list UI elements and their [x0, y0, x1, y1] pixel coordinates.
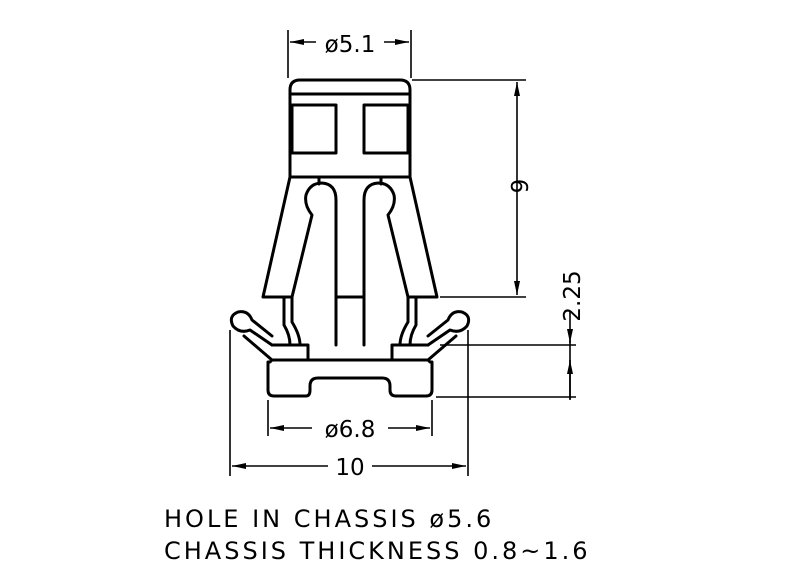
dimension-base-diameter: ø6.8: [267, 400, 433, 443]
note-hole-in-chassis: HOLE IN CHASSIS ø5.6: [164, 505, 495, 533]
dimension-flange-height: 2.25: [436, 270, 586, 400]
dim-flange-height-label: 2.25: [560, 270, 586, 321]
dim-top-diameter-label: ø5.1: [325, 32, 376, 58]
dimension-width: 10: [229, 330, 469, 481]
dim-height-label: 9: [508, 179, 534, 194]
dim-base-diameter-label: ø6.8: [325, 417, 376, 443]
dimension-height: 9: [412, 79, 534, 298]
dimension-top-diameter: ø5.1: [287, 30, 412, 78]
dim-width-label: 10: [335, 455, 364, 481]
clip-outline: [229, 78, 471, 398]
note-chassis-thickness: CHASSIS THICKNESS 0.8~1.6: [164, 537, 591, 565]
